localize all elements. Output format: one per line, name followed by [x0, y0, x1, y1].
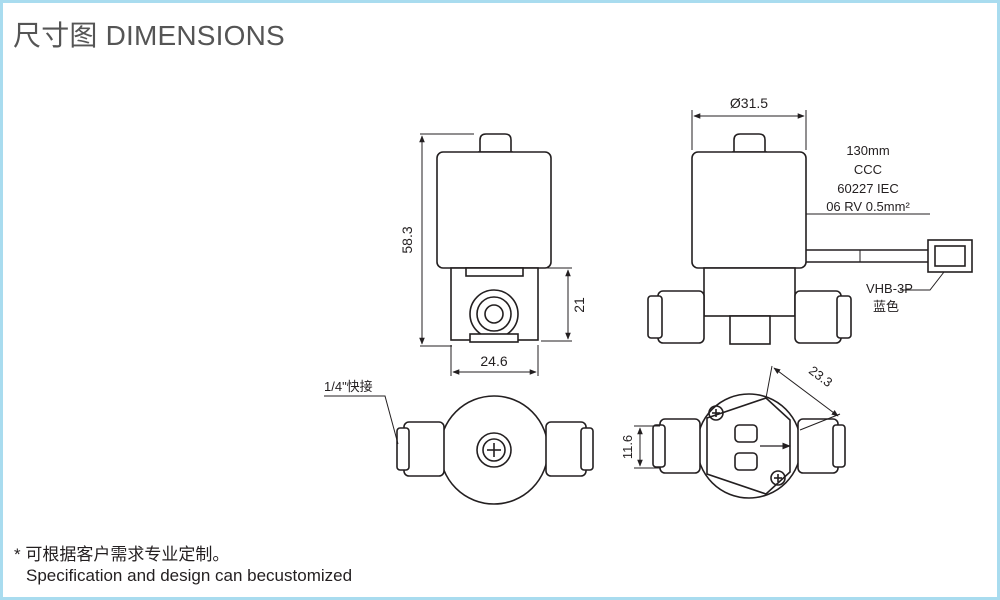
side-view [647, 110, 973, 345]
dim-coil-diameter: Ø31.5 [730, 95, 768, 111]
dim-diagonal: 23.3 [806, 363, 835, 390]
dim-port-height: 11.6 [620, 435, 635, 459]
fitting-label: 1/4"快接 [324, 379, 373, 394]
cable-spec-line3: 60227 IEC [837, 181, 898, 196]
dim-body-width: 24.6 [480, 353, 507, 369]
dim-height-total: 58.3 [399, 226, 415, 253]
cable-spec-line4: 06 RV 0.5mm² [826, 199, 910, 214]
note-english: Specification and design can becustomize… [26, 566, 353, 585]
cable-spec-line2: CCC [854, 162, 882, 177]
bottom-view [634, 365, 846, 499]
dim-body-height: 21 [571, 297, 587, 313]
connector-color: 蓝色 [873, 299, 899, 314]
note-chinese: * 可根据客户需求专业定制。 [14, 545, 230, 564]
front-view [419, 133, 572, 376]
cable-spec-line1: 130mm [846, 143, 889, 158]
connector-model: VHB-3P [866, 281, 913, 296]
page-title: 尺寸图 DIMENSIONS [13, 20, 285, 51]
top-view [324, 395, 594, 505]
